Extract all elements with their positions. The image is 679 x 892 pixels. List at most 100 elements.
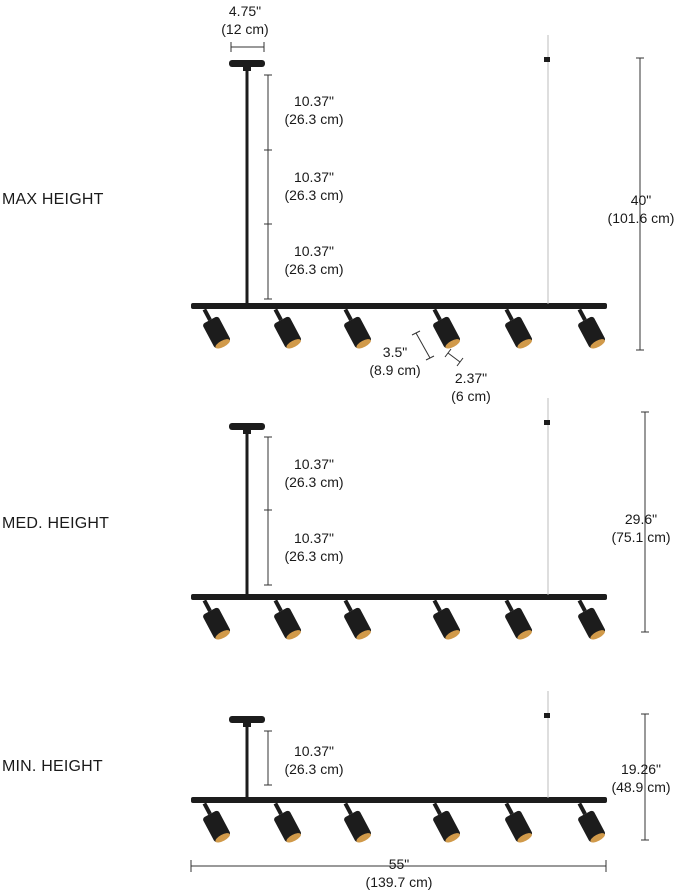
max-segment-3-in: 10.37" xyxy=(293,243,334,259)
shade-length-cap-bottom xyxy=(425,355,435,361)
max-segment-2-label: 10.37" (26.3 cm) xyxy=(274,168,354,204)
spot-head-min-3 xyxy=(343,802,372,843)
spot-head-max-3-stem xyxy=(343,308,353,321)
spot-head-med-3-stem xyxy=(343,599,353,612)
med-segment-1-cm: (26.3 cm) xyxy=(284,474,344,490)
spot-head-min-6-lens xyxy=(590,833,605,843)
spot-head-max-4-lens xyxy=(445,339,460,349)
spot-head-med-3-lens xyxy=(356,630,371,640)
min-segment-1-label: 10.37" (26.3 cm) xyxy=(274,742,354,778)
max-segment-3-label: 10.37" (26.3 cm) xyxy=(274,242,354,278)
cable-clip-min xyxy=(544,713,550,718)
spot-head-max-1 xyxy=(202,308,231,349)
spot-head-med-6-lens xyxy=(590,630,605,640)
spot-head-min-5-lens xyxy=(517,833,532,843)
spot-head-min-5 xyxy=(504,802,533,843)
shade-length-cap-top xyxy=(411,330,421,336)
spot-head-max-1-lens xyxy=(215,339,230,349)
fixture-max xyxy=(191,35,607,349)
min-height-cm: (48.9 cm) xyxy=(611,779,671,795)
spot-head-med-2-lens xyxy=(286,630,301,640)
spot-head-max-5-lens xyxy=(517,339,532,349)
spot-head-med-6-stem xyxy=(577,599,587,612)
fixture-min xyxy=(191,691,607,843)
canopy-min xyxy=(229,716,265,723)
spot-head-med-4 xyxy=(432,599,461,640)
spot-head-min-2 xyxy=(273,802,302,843)
shade-diameter-in: 2.37" xyxy=(454,370,488,386)
track-bar-med xyxy=(191,594,607,600)
spot-head-max-1-stem xyxy=(202,308,212,321)
canopy-neck-max xyxy=(243,67,251,71)
spot-head-min-3-stem xyxy=(343,802,353,815)
spot-head-max-3-lens xyxy=(356,339,371,349)
med-segment-2-in: 10.37" xyxy=(293,530,334,546)
shade-length-line xyxy=(415,332,431,359)
shade-length-label: 3.5" (8.9 cm) xyxy=(362,343,428,379)
canopy-width-label: 4.75" (12 cm) xyxy=(210,2,280,38)
min-segment-1-in: 10.37" xyxy=(293,743,334,759)
shade-length-in: 3.5" xyxy=(382,344,408,360)
shade-length-cm: (8.9 cm) xyxy=(369,362,421,378)
max-segment-3-cm: (26.3 cm) xyxy=(284,261,344,277)
max-segment-2-cm: (26.3 cm) xyxy=(284,187,344,203)
spot-head-med-1 xyxy=(202,599,231,640)
spot-head-max-4 xyxy=(432,308,461,349)
spot-head-med-5-stem xyxy=(504,599,514,612)
spot-head-min-2-lens xyxy=(286,833,301,843)
canopy-width-cm: (12 cm) xyxy=(221,21,269,37)
max-height-cm: (101.6 cm) xyxy=(607,210,675,226)
med-segment-2-cm: (26.3 cm) xyxy=(284,548,344,564)
canopy-med xyxy=(229,423,265,430)
min-height-label: 19.26" (48.9 cm) xyxy=(603,760,679,796)
spot-head-med-4-lens xyxy=(445,630,460,640)
spot-head-min-6-stem xyxy=(577,802,587,815)
spot-head-max-6-stem xyxy=(577,308,587,321)
med-height-in: 29.6" xyxy=(624,511,658,527)
section-title-med: MED. HEIGHT xyxy=(2,515,110,532)
spot-head-med-2-stem xyxy=(273,599,283,612)
spot-head-med-3 xyxy=(343,599,372,640)
cable-clip-max xyxy=(544,57,550,62)
fixtures-layer xyxy=(191,35,607,843)
med-height-label: 29.6" (75.1 cm) xyxy=(603,510,679,546)
min-segment-1-cm: (26.3 cm) xyxy=(284,761,344,777)
shade-diameter-cap-a xyxy=(444,348,452,358)
spot-head-max-6-lens xyxy=(590,339,605,349)
spot-head-max-6 xyxy=(577,308,606,349)
max-height-in: 40" xyxy=(630,192,652,208)
spot-head-max-2 xyxy=(273,308,302,349)
spot-head-med-4-stem xyxy=(432,599,442,612)
max-height-label: 40" (101.6 cm) xyxy=(603,191,679,227)
spot-head-min-4 xyxy=(432,802,461,843)
spot-head-min-3-lens xyxy=(356,833,371,843)
max-segment-1-cm: (26.3 cm) xyxy=(284,111,344,127)
max-segment-2-in: 10.37" xyxy=(293,169,334,185)
spot-head-max-2-stem xyxy=(273,308,283,321)
spot-head-min-4-stem xyxy=(432,802,442,815)
shade-diameter-label: 2.37" (6 cm) xyxy=(440,369,502,405)
spot-head-min-2-stem xyxy=(273,802,283,815)
spot-head-max-4-stem xyxy=(432,308,442,321)
overall-width-label: 55" (139.7 cm) xyxy=(354,855,444,891)
canopy-width-in: 4.75" xyxy=(228,3,262,19)
spot-head-max-5 xyxy=(504,308,533,349)
spot-head-med-6 xyxy=(577,599,606,640)
min-height-in: 19.26" xyxy=(620,761,661,777)
canopy-neck-min xyxy=(243,723,251,727)
section-title-min: MIN. HEIGHT xyxy=(2,758,103,775)
shade-diameter-cap-b xyxy=(456,357,464,367)
max-segment-1-in: 10.37" xyxy=(293,93,334,109)
canopy-neck-med xyxy=(243,430,251,434)
fixture-med xyxy=(191,398,607,640)
spot-head-min-6 xyxy=(577,802,606,843)
med-segment-1-in: 10.37" xyxy=(293,456,334,472)
spot-head-max-3 xyxy=(343,308,372,349)
track-bar-min xyxy=(191,797,607,803)
med-height-cm: (75.1 cm) xyxy=(611,529,671,545)
overall-width-in: 55" xyxy=(388,856,410,872)
overall-width-cm: (139.7 cm) xyxy=(365,874,433,890)
track-bar-max xyxy=(191,303,607,309)
med-segment-2-label: 10.37" (26.3 cm) xyxy=(274,529,354,565)
dimension-lines-layer xyxy=(190,42,649,872)
